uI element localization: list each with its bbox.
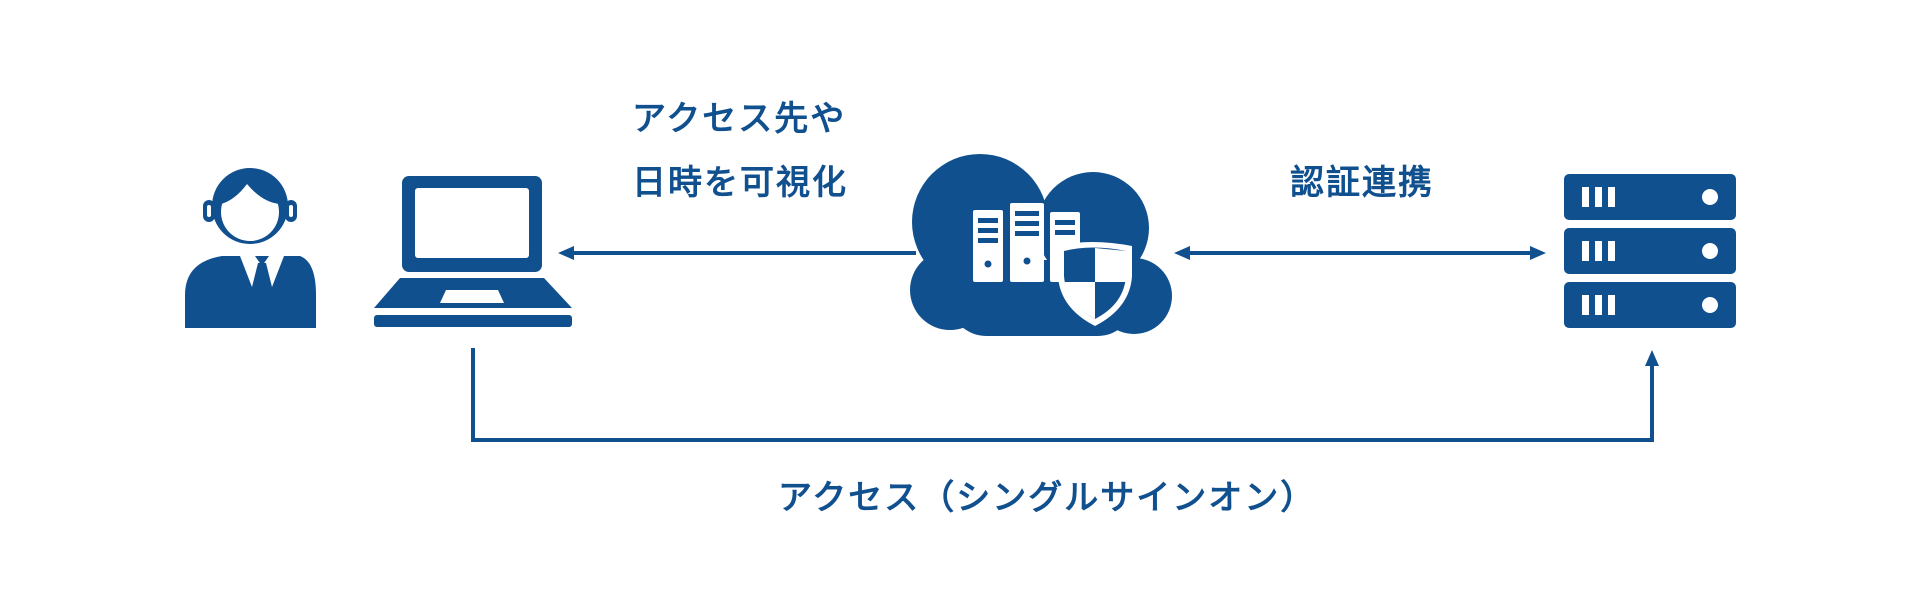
user-icon <box>185 168 316 328</box>
laptop-icon <box>374 176 572 327</box>
visualize-label-line2: 日時を可視化 <box>632 163 848 203</box>
visualize-label-line1: アクセス先や <box>632 99 847 139</box>
visualize-arrow <box>558 246 916 260</box>
sso-access-arrow <box>471 348 1659 442</box>
access-sso-label: アクセス（シングルサインオン） <box>778 478 1317 518</box>
server-rack-icon <box>1564 174 1736 328</box>
auth-link-label: 認証連携 <box>1290 163 1434 203</box>
shield-icon <box>1058 242 1132 326</box>
cloud-security-icon <box>910 154 1172 336</box>
auth-link-arrow <box>1174 246 1546 260</box>
